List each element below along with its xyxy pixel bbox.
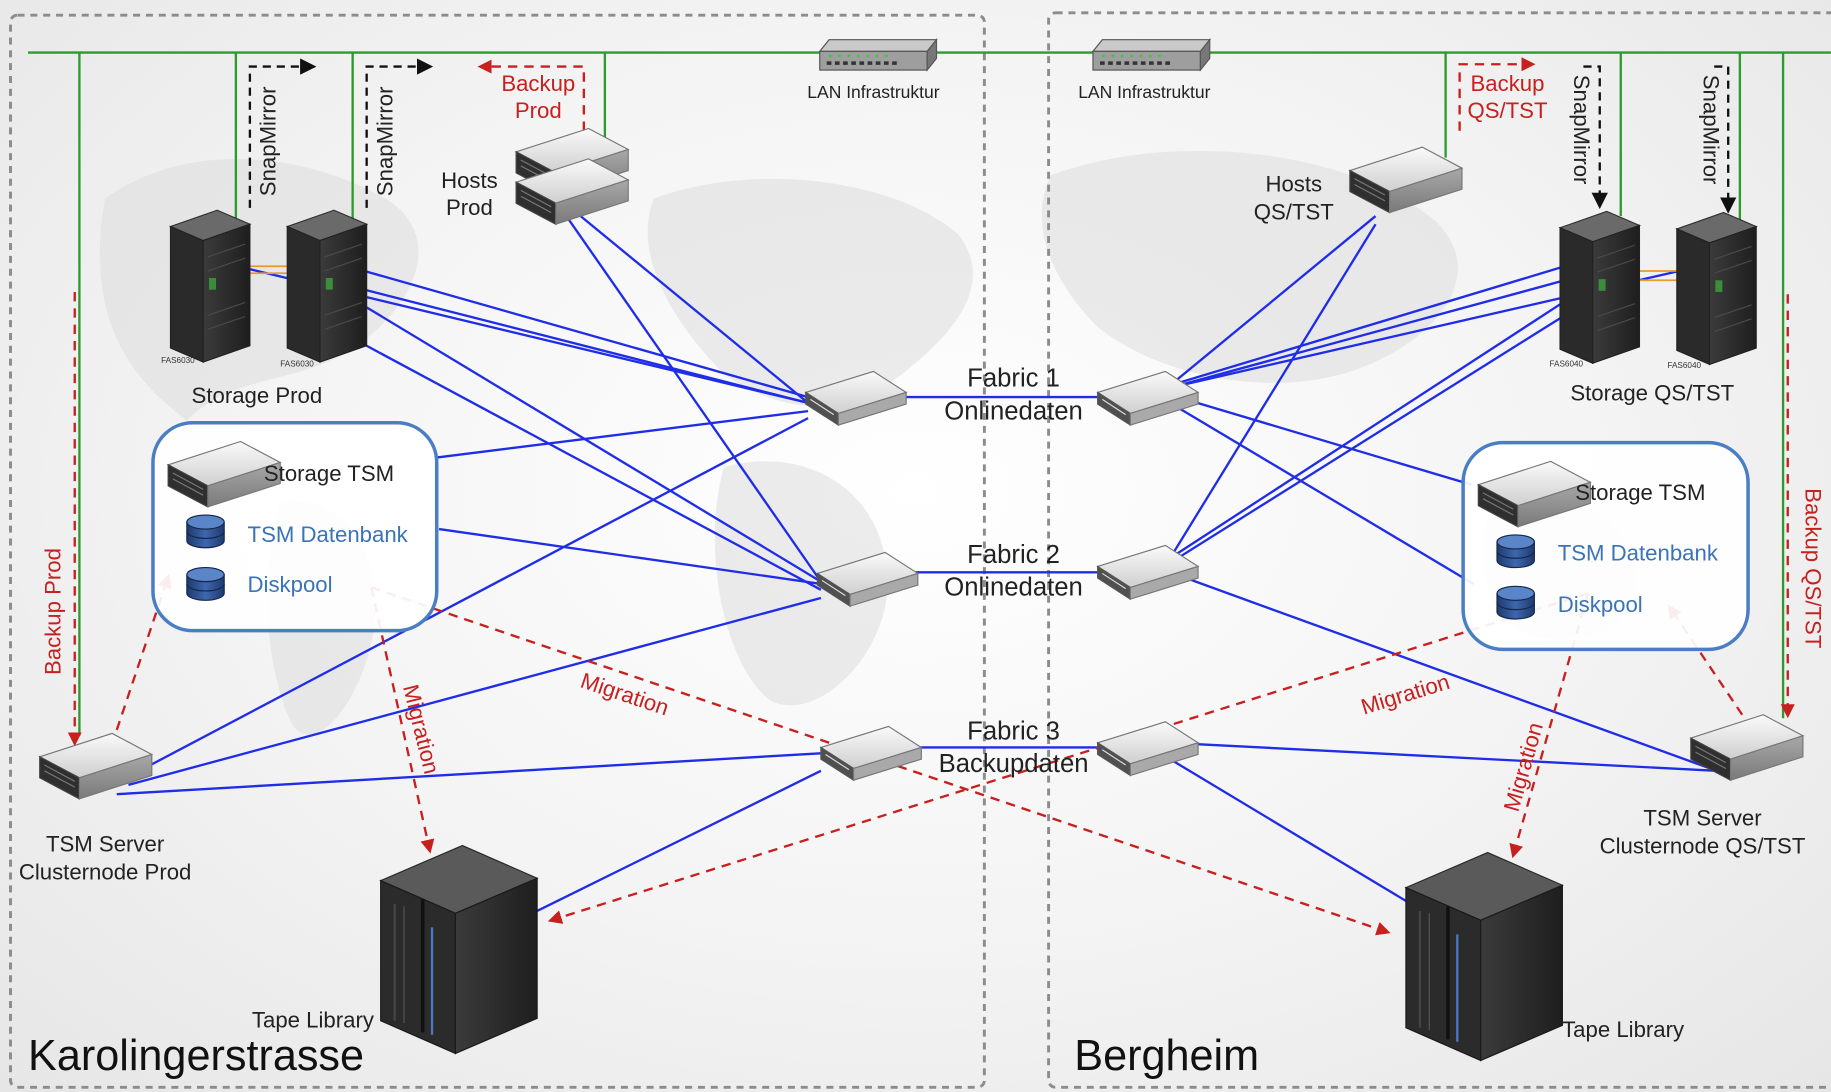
- site-boundary-right: [1047, 11, 1831, 1089]
- storage-rack-icon: [1676, 211, 1757, 365]
- database-icon: [186, 514, 225, 549]
- tsm-storage-label: Storage TSM: [1575, 480, 1705, 505]
- lan-switch-icon: [817, 37, 939, 72]
- database-icon: [186, 567, 225, 601]
- server-icon: [39, 732, 153, 800]
- tape-library-icon: [378, 843, 539, 1056]
- fabric-1-title: Fabric 1: [967, 365, 1060, 393]
- tape-library-label: Tape Library: [1562, 1017, 1685, 1042]
- lan-switch-icon: [1091, 37, 1212, 72]
- migration-label: Migration: [578, 668, 672, 721]
- lan-label-left: LAN Infrastruktur: [807, 82, 939, 102]
- fas-model-label: FAS6030: [280, 360, 314, 369]
- database-icon: [1496, 534, 1535, 569]
- backup-prod-label: Prod: [515, 98, 562, 123]
- lan-label-right: LAN Infrastruktur: [1078, 82, 1210, 102]
- migration-label: Migration: [1499, 720, 1548, 815]
- tsm-server-prod-label: TSM Server: [46, 831, 165, 856]
- storage-prod-label: Storage Prod: [192, 383, 323, 408]
- storage-interconnect: [247, 265, 1680, 282]
- backup-qs-side-label: Backup QS/TST: [1800, 488, 1825, 649]
- tsm-db-label: TSM Datenbank: [1558, 541, 1719, 566]
- backup-qs-label: QS/TST: [1467, 98, 1548, 123]
- fas-model-label: FAS6040: [1667, 361, 1701, 370]
- database-icon: [1496, 585, 1535, 620]
- fabric-3-title: Fabric 3: [967, 717, 1060, 745]
- snapmirror-label: SnapMirror: [256, 86, 281, 196]
- backup-prod-side-label: Backup Prod: [41, 548, 66, 675]
- tsm-server-qs-label: TSM Server: [1643, 806, 1762, 831]
- tsm-db-label: TSM Datenbank: [248, 522, 409, 547]
- san-switch-icon: [1097, 370, 1199, 426]
- tsm-server-qs-label: Clusternode QS/TST: [1600, 834, 1806, 859]
- san-switch-icon: [820, 725, 922, 781]
- diskpool-label: Diskpool: [248, 572, 333, 597]
- snapmirror-label: SnapMirror: [1699, 75, 1724, 185]
- snapmirror-label: SnapMirror: [1569, 75, 1594, 185]
- tsm-server-prod-label: Clusternode Prod: [19, 859, 192, 884]
- fabric-2-subtitle: Onlinedaten: [944, 574, 1083, 602]
- fabric-2-title: Fabric 2: [967, 541, 1060, 569]
- hosts-prod-label: Hosts: [441, 168, 498, 193]
- fas-model-label: FAS6040: [1550, 360, 1584, 369]
- fabric-1-subtitle: Onlinedaten: [944, 397, 1083, 425]
- tape-library-label: Tape Library: [252, 1008, 375, 1033]
- storage-rack-icon: [286, 209, 368, 363]
- storage-qs-label: Storage QS/TST: [1570, 381, 1734, 406]
- snapmirror-label: SnapMirror: [372, 86, 397, 196]
- fas-model-label: FAS6030: [161, 356, 195, 365]
- tsm-storage-label: Storage TSM: [264, 461, 394, 486]
- backup-qs-label: Backup: [1471, 71, 1545, 96]
- snapmirror-paths: [248, 58, 1737, 214]
- hosts-prod-label: Prod: [446, 195, 493, 220]
- diskpool-label: Diskpool: [1558, 592, 1643, 617]
- tape-library-icon: [1404, 850, 1565, 1063]
- backup-prod-label: Backup: [501, 71, 575, 96]
- migration-label: Migration: [1358, 669, 1453, 720]
- hosts-qs-label: Hosts: [1265, 172, 1322, 197]
- fabric-3-subtitle: Backupdaten: [939, 750, 1089, 778]
- fibre-links: [116, 203, 1717, 913]
- site-name-left: Karolingerstrasse: [28, 1032, 364, 1080]
- storage-rack-icon: [169, 209, 251, 363]
- storage-rack-icon: [1559, 210, 1641, 364]
- site-boundary-left: [9, 13, 986, 1089]
- site-name-right: Bergheim: [1074, 1032, 1259, 1080]
- hosts-qs-label: QS/TST: [1254, 200, 1335, 225]
- migration-label: Migration: [398, 682, 444, 777]
